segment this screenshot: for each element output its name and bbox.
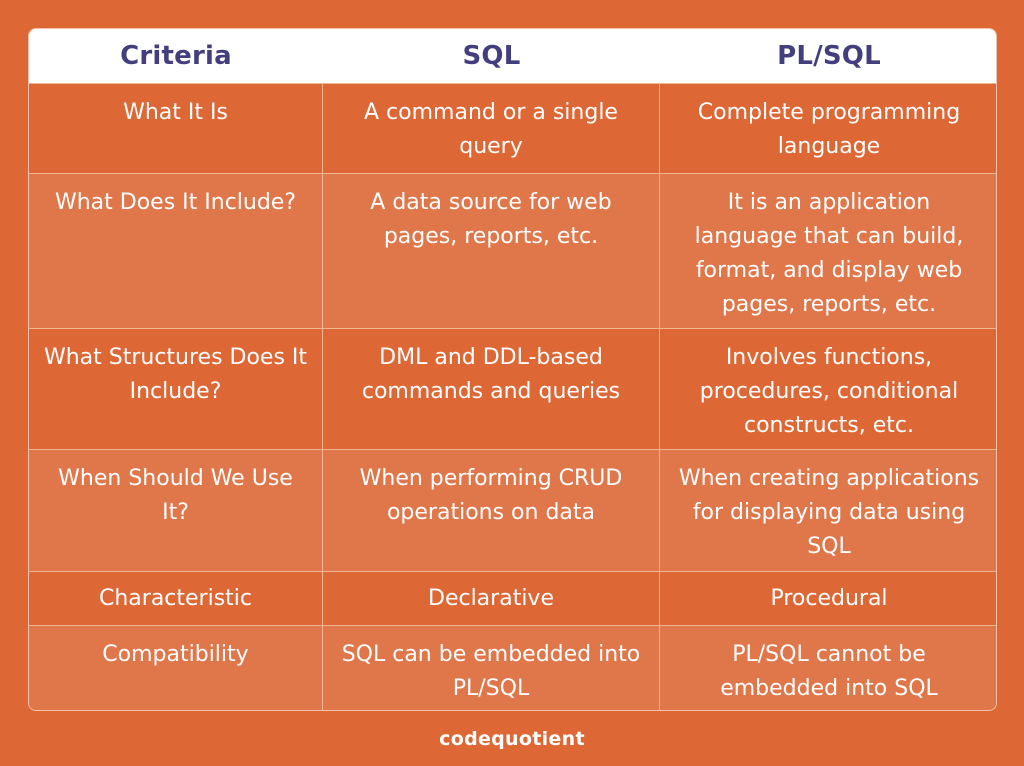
cell-sql: Declarative [323, 572, 660, 625]
table-row: What Structures Does It Include? DML and… [29, 329, 996, 450]
header-sql: SQL [462, 41, 521, 71]
cell-sql: A command or a single query [323, 84, 660, 173]
cell-sql: SQL can be embedded into PL/SQL [323, 626, 660, 710]
cell-sql: DML and DDL-based commands and queries [323, 329, 660, 449]
header-criteria: Criteria [120, 41, 232, 71]
cell-sql: When performing CRUD operations on data [323, 450, 660, 571]
table-row: Compatibility SQL can be embedded into P… [29, 626, 996, 710]
table-row: What Does It Include? A data source for … [29, 174, 996, 329]
cell-criteria: Compatibility [29, 626, 323, 710]
cell-plsql: When creating applications for displayin… [678, 466, 980, 559]
cell-criteria: Characteristic [29, 572, 323, 625]
cell-plsql: Involves functions, procedures, conditio… [699, 345, 959, 438]
table-row: What It Is A command or a single query C… [29, 84, 996, 174]
table-row: When Should We Use It? When performing C… [29, 450, 996, 572]
cell-criteria: What Does It Include? [29, 174, 323, 328]
cell-plsql: It is an application language that can b… [694, 190, 964, 317]
cell-plsql: Complete programming language [697, 100, 961, 159]
comparison-table: Criteria SQL PL/SQL What It Is A command… [28, 28, 997, 711]
header-plsql: PL/SQL [777, 41, 881, 71]
cell-plsql: Procedural [770, 586, 888, 611]
cell-criteria: What It Is [29, 84, 323, 173]
cell-criteria: What Structures Does It Include? [29, 329, 323, 449]
table-row: Characteristic Declarative Procedural [29, 572, 996, 626]
cell-criteria: When Should We Use It? [29, 450, 323, 571]
codequotient-logo: codequotient [439, 728, 585, 750]
cell-sql: A data source for web pages, reports, et… [323, 174, 660, 328]
cell-plsql: PL/SQL cannot be embedded into SQL [720, 642, 938, 701]
table-header-row: Criteria SQL PL/SQL [29, 29, 996, 84]
